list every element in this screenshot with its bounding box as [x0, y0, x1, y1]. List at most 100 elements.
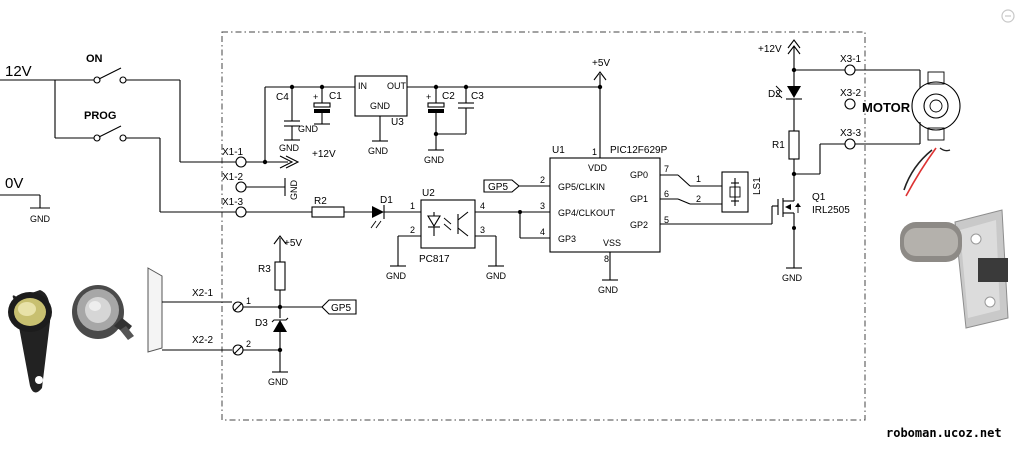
svg-text:8: 8: [604, 254, 609, 264]
svg-text:7: 7: [664, 164, 669, 174]
supply-12v: 12V: [0, 63, 55, 81]
svg-text:GND: GND: [268, 377, 289, 387]
connector-x2-2: [232, 344, 244, 356]
svg-text:U3: U3: [391, 117, 404, 128]
key-reader-bracket: X2-1 X2-2: [147, 267, 232, 353]
svg-text:1: 1: [410, 201, 415, 211]
svg-text:0V: 0V: [5, 175, 23, 192]
connector-x2-1: [232, 301, 244, 313]
link-icon[interactable]: [1000, 8, 1016, 24]
svg-text:5: 5: [664, 215, 669, 225]
capacitor-c2: + C2 GND: [424, 87, 455, 165]
svg-text:GND: GND: [30, 214, 51, 224]
svg-text:X2-1: X2-1: [192, 288, 214, 299]
svg-text:U2: U2: [422, 188, 435, 199]
svg-text:D3: D3: [255, 318, 268, 329]
svg-text:C1: C1: [329, 91, 342, 102]
svg-text:X3-1: X3-1: [840, 54, 862, 65]
svg-text:2: 2: [246, 339, 251, 349]
svg-text:+12V: +12V: [758, 44, 782, 55]
connector-x1-3: X1-3: [222, 197, 247, 218]
svg-text:GND: GND: [279, 143, 300, 153]
net-tag-gp5-bottom: GP5: [321, 299, 357, 315]
zener-d3: D3: [255, 307, 289, 332]
svg-text:U1: U1: [552, 145, 565, 156]
svg-text:2: 2: [410, 225, 415, 235]
svg-text:GND: GND: [370, 101, 391, 111]
svg-text:X1-3: X1-3: [222, 197, 244, 208]
svg-text:R3: R3: [258, 264, 271, 275]
ibutton-key-fob-image: [8, 290, 52, 393]
svg-text:X2-2: X2-2: [192, 335, 214, 346]
connector-x3-1: X3-1: [840, 54, 862, 76]
resistor-r2: R2: [311, 196, 345, 218]
buzzer-ls1: LS1: [721, 171, 763, 213]
svg-text:GND: GND: [782, 273, 803, 283]
mosfet-q1: Q1 IRL2505: [777, 190, 850, 228]
svg-text:C2: C2: [442, 91, 455, 102]
svg-text:+12V: +12V: [312, 149, 336, 160]
svg-text:GP3: GP3: [558, 234, 576, 244]
svg-text:PROG: PROG: [84, 110, 116, 122]
svg-text:Q1: Q1: [812, 192, 826, 203]
switch-on: ON: [55, 53, 180, 84]
svg-text:1: 1: [696, 174, 701, 184]
svg-text:2: 2: [540, 175, 545, 185]
connector-x3-3: X3-3: [840, 128, 862, 150]
electric-lock-image: [900, 147, 1009, 329]
svg-text:+5V: +5V: [284, 238, 302, 249]
switch-prog: PROG: [54, 80, 160, 142]
svg-text:VSS: VSS: [603, 238, 621, 248]
svg-text:GP0: GP0: [630, 170, 648, 180]
svg-text:X1-2: X1-2: [222, 172, 244, 183]
svg-text:GP5/CLKIN: GP5/CLKIN: [558, 182, 605, 192]
svg-text:GND: GND: [598, 285, 619, 295]
led-d2: D2: [768, 85, 802, 100]
svg-text:6: 6: [664, 189, 669, 199]
net-tag-gp5-u1: GP5: [483, 179, 550, 193]
svg-text:LS1: LS1: [752, 177, 763, 195]
svg-text:GND: GND: [486, 271, 507, 281]
svg-text:3: 3: [540, 201, 545, 211]
svg-text:3: 3: [480, 225, 485, 235]
svg-text:+: +: [313, 92, 318, 102]
connector-x3-2: X3-2: [840, 88, 862, 110]
svg-text:R2: R2: [314, 196, 327, 207]
svg-text:PIC12F629P: PIC12F629P: [610, 145, 668, 156]
svg-text:C4: C4: [276, 92, 289, 103]
svg-text:GND: GND: [298, 124, 319, 134]
svg-text:GP5: GP5: [331, 303, 351, 314]
svg-text:X3-3: X3-3: [840, 128, 862, 139]
capacitor-c3: C3: [436, 87, 484, 135]
svg-text:4: 4: [540, 227, 545, 237]
svg-text:GND: GND: [289, 180, 299, 201]
svg-text:GND: GND: [386, 271, 407, 281]
svg-text:+5V: +5V: [592, 58, 610, 69]
svg-text:1: 1: [592, 147, 597, 157]
svg-text:C3: C3: [471, 91, 484, 102]
microcontroller-u1: U1 PIC12F629P VDD GP5/CLKIN GP4/CLKOUT G…: [540, 145, 669, 264]
capacitor-c1: + C1 GND: [298, 87, 342, 134]
connector-x1-2: X1-2 GND: [222, 172, 299, 200]
svg-text:1: 1: [246, 296, 251, 306]
svg-text:X1-1: X1-1: [222, 147, 244, 158]
svg-text:12V: 12V: [5, 63, 32, 80]
svg-text:OUT: OUT: [387, 81, 407, 91]
svg-text:GND: GND: [368, 146, 389, 156]
motor: MOTOR: [862, 71, 961, 141]
ibutton-reader-image: [72, 285, 134, 340]
svg-text:GP2: GP2: [630, 220, 648, 230]
svg-text:+: +: [426, 92, 431, 102]
resistor-r3: R3: [258, 261, 286, 291]
svg-text:4: 4: [480, 201, 485, 211]
supply-0v: 0V GND: [0, 175, 51, 224]
svg-text:X3-2: X3-2: [840, 88, 862, 99]
svg-text:VDD: VDD: [588, 163, 608, 173]
resistor-r1: R1: [772, 130, 800, 160]
svg-text:2: 2: [696, 194, 701, 204]
svg-text:GP1: GP1: [630, 194, 648, 204]
svg-text:D1: D1: [380, 195, 393, 206]
svg-text:IN: IN: [358, 81, 367, 91]
